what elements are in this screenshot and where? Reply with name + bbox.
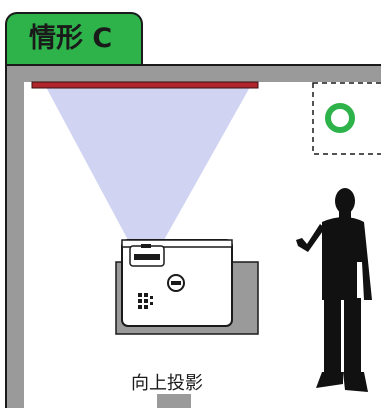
caption-ceiling-projection: 向上投影 — [131, 373, 203, 394]
projection-screen — [31, 81, 259, 89]
projector — [121, 239, 233, 327]
presenter-silhouette — [296, 188, 372, 392]
mount-post — [157, 394, 191, 408]
circle-o-icon — [325, 103, 355, 133]
scenario-label: 情形 C — [29, 23, 113, 54]
projection-beam — [46, 87, 250, 240]
projector-vent — [138, 293, 153, 309]
ok-indicator-box — [312, 82, 381, 155]
scenario-tab: 情形 C — [5, 12, 143, 64]
